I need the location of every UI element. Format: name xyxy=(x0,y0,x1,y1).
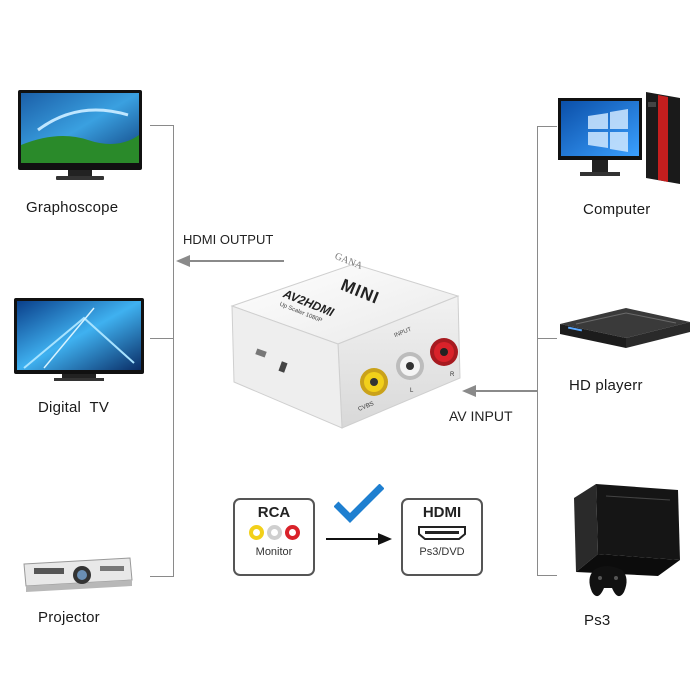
rca-badge: RCA Monitor xyxy=(233,498,315,576)
right-connector-mid xyxy=(537,338,557,339)
av-input-arrow xyxy=(462,385,538,397)
digital-tv-image xyxy=(14,298,144,384)
rca-red-icon xyxy=(284,525,300,540)
computer-label: Computer xyxy=(583,201,651,218)
hdmi-badge: HDMI Ps3/DVD xyxy=(401,498,483,576)
converter-port-r: R xyxy=(450,372,455,378)
hdmi-output-label: HDMI OUTPUT xyxy=(183,232,274,247)
checkmark-icon xyxy=(334,484,384,523)
left-connector-vertical xyxy=(173,125,174,577)
graphoscope-monitor-image xyxy=(18,90,143,182)
hdmi-badge-title: HDMI xyxy=(422,504,462,521)
av2hdmi-converter-box: GANA MINI AV2HDMI Up Scaler 1080P INPUT … xyxy=(222,251,482,434)
rca-badge-title: RCA xyxy=(257,504,291,521)
left-connector-bottom xyxy=(150,576,174,577)
hdmi-badge-caption: Ps3/DVD xyxy=(419,546,465,558)
right-connector-vertical xyxy=(537,126,538,576)
hd-player-label: HD playerr xyxy=(569,377,643,394)
hdmi-output-arrow xyxy=(176,255,284,267)
converter-port-l: L xyxy=(410,388,414,394)
left-connector-mid xyxy=(150,338,174,339)
right-connector-top xyxy=(537,126,557,127)
left-connector-top xyxy=(150,125,174,126)
computer-image xyxy=(558,92,688,187)
hd-player-image xyxy=(556,304,692,352)
rca-badge-caption: Monitor xyxy=(255,546,293,558)
rca-to-hdmi-arrow xyxy=(326,533,392,545)
graphoscope-label: Graphoscope xyxy=(26,199,119,216)
rca-yellow-icon xyxy=(248,525,264,540)
av-input-label: AV INPUT xyxy=(449,408,513,424)
hdmi-port-icon xyxy=(418,526,466,540)
ps3-console-image xyxy=(566,478,690,608)
rca-white-icon xyxy=(266,525,282,540)
ps3-label: Ps3 xyxy=(584,612,611,629)
projector-image xyxy=(20,550,135,595)
right-connector-bottom xyxy=(537,575,557,576)
rca-connectors xyxy=(235,525,313,540)
projector-label: Projector xyxy=(38,609,100,626)
digital-tv-label: Digital TV xyxy=(38,399,110,416)
